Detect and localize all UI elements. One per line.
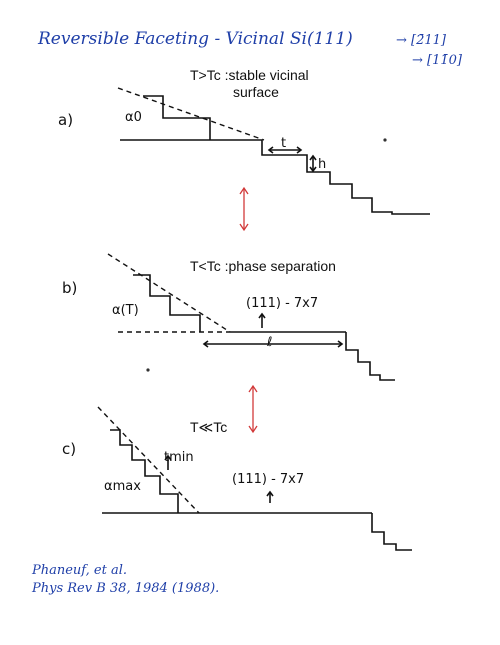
panel-a-condition-line1: T>Tc :stable vicinal — [190, 67, 309, 83]
panel-b-label: b) — [62, 279, 77, 297]
header-direction-2: → [11̄0] — [412, 53, 463, 68]
speck — [383, 138, 387, 142]
panel-c-reconstruction-label: (111) - 7x7 — [232, 472, 304, 487]
panel-c-surface — [97, 406, 412, 551]
panel-a-step-height-label: h — [318, 157, 326, 172]
panel-c-condition: T≪Tc — [190, 419, 227, 435]
panel-c-angle-label: αmax — [104, 479, 141, 494]
panel-a-angle-label: α0 — [125, 110, 142, 125]
panel-b-surface — [107, 253, 395, 381]
panel-c-terrace-label: tmin — [164, 450, 194, 465]
panel-c-label: c) — [62, 440, 76, 458]
header-direction-1: → [2̄11] — [396, 33, 447, 48]
panel-a-terrace-label: t — [281, 136, 286, 151]
panel-a-surface — [117, 87, 430, 215]
panel-a-label: a) — [58, 111, 73, 129]
panel-b-reconstruction-label: (111) - 7x7 — [246, 296, 318, 311]
citation-line1: Phaneuf, et al. — [31, 563, 127, 578]
panel-b-condition: T<Tc :phase separation — [190, 258, 336, 274]
panel-a-condition-line2: surface — [233, 84, 279, 100]
transition-arrow-bc — [248, 384, 258, 434]
panel-b-angle-label: α(T) — [112, 303, 139, 318]
transition-arrow-ab — [239, 186, 249, 232]
citation-line2: Phys Rev B 38, 1984 (1988). — [31, 581, 219, 596]
speck — [146, 368, 150, 372]
header-title: Reversible Faceting - Vicinal Si(111) — [37, 29, 353, 49]
panel-b-length-label: ℓ — [266, 335, 272, 350]
